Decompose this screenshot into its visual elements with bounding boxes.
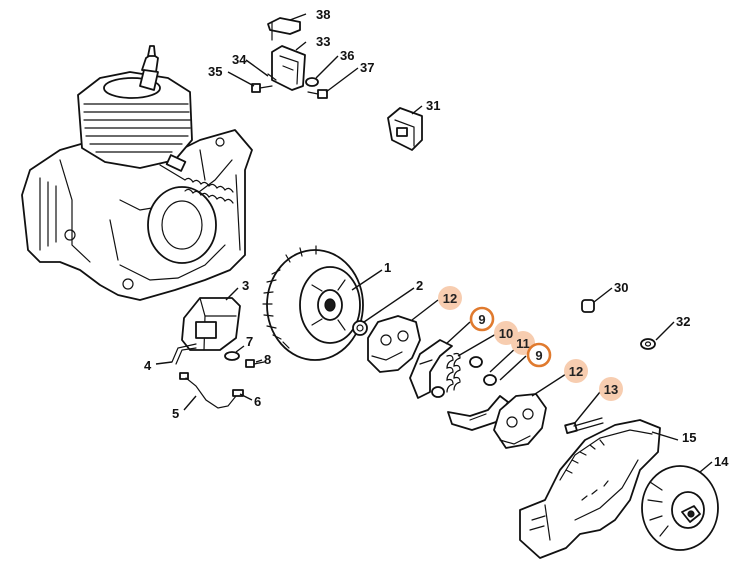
callout-11-label: 11 xyxy=(516,336,530,351)
part-12-clutch-plate-rear xyxy=(493,393,547,449)
callout-36: 36 xyxy=(340,48,354,63)
callout-labels: 38 33 34 35 36 37 31 1 2 3 4 5 6 7 8 12 … xyxy=(144,7,729,469)
part-13-screw xyxy=(564,417,604,435)
callout-9-ring-b-label: 9 xyxy=(535,348,542,363)
callout-12-rear-badge xyxy=(564,359,588,383)
part-36-washer xyxy=(305,77,319,87)
callout-12-front-label: 12 xyxy=(443,291,457,306)
part-3-ignition-module xyxy=(181,297,241,351)
callout-4: 4 xyxy=(144,358,152,373)
part-5-6-short-circuit-wire xyxy=(179,372,244,409)
part-32-washer xyxy=(640,338,656,350)
callout-33: 33 xyxy=(316,34,330,49)
callout-9-ring-a-badge xyxy=(469,306,495,332)
callout-1: 1 xyxy=(384,260,391,275)
part-30-sleeve xyxy=(581,299,595,313)
part-2-nut xyxy=(352,320,368,336)
engine-crankcase xyxy=(21,129,253,301)
callout-5: 5 xyxy=(172,406,179,421)
callout-12-rear-label: 12 xyxy=(569,364,583,379)
callout-12-rear: 12 xyxy=(564,359,588,383)
callout-30: 30 xyxy=(614,280,628,295)
callout-13-badge xyxy=(599,377,623,401)
callout-9-ring-b-badge xyxy=(526,342,552,368)
leader-lines xyxy=(155,13,713,473)
part-1-flywheel xyxy=(262,245,364,361)
part-33-bracket xyxy=(271,45,306,91)
callout-34: 34 xyxy=(232,52,247,67)
callout-35: 35 xyxy=(208,64,222,79)
part-15-fan-housing xyxy=(519,419,661,559)
ignition-lead-spring xyxy=(159,154,234,204)
callout-2: 2 xyxy=(416,278,423,293)
callout-3: 3 xyxy=(242,278,249,293)
part-31-switch xyxy=(387,107,423,151)
callout-8: 8 xyxy=(264,352,271,367)
callout-12-front-badge xyxy=(438,286,462,310)
callout-31: 31 xyxy=(426,98,440,113)
callout-10-label: 10 xyxy=(499,326,513,341)
callout-9-ring-b: 9 xyxy=(526,342,552,368)
callout-13-label: 13 xyxy=(604,382,618,397)
part-14-starter-cup xyxy=(641,465,719,551)
part-37-screw xyxy=(307,89,328,99)
callout-6: 6 xyxy=(254,394,261,409)
part-38-cover xyxy=(267,17,301,41)
callout-14: 14 xyxy=(714,454,729,469)
part-12-clutch-plate-front xyxy=(367,315,421,373)
part-10-clutch-shoe xyxy=(409,339,453,399)
part-7-8-screw-washer xyxy=(224,351,265,368)
part-9-spring-b xyxy=(431,356,497,398)
callout-7: 7 xyxy=(246,334,253,349)
callout-12-front: 12 xyxy=(438,286,462,310)
part-34-35-screw xyxy=(251,73,277,93)
callout-38: 38 xyxy=(316,7,330,22)
part-9-spring-a xyxy=(446,352,461,393)
callout-37: 37 xyxy=(360,60,374,75)
part-4-lead xyxy=(171,343,197,365)
engine-cylinder xyxy=(77,45,193,169)
callout-9-ring-a: 9 xyxy=(469,306,495,332)
callout-13: 13 xyxy=(599,377,623,401)
callout-9-ring-a-label: 9 xyxy=(478,312,485,327)
callout-32: 32 xyxy=(676,314,690,329)
callout-15: 15 xyxy=(682,430,696,445)
